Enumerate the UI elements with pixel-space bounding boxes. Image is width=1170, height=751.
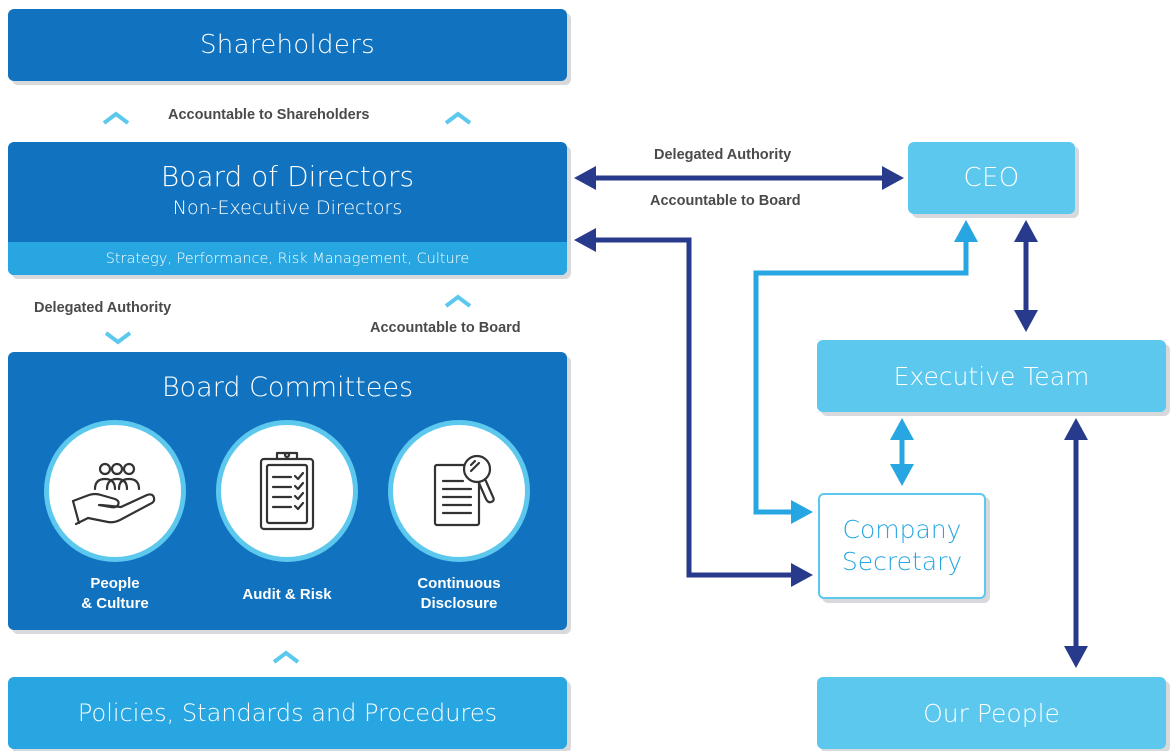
clipboard-checklist-icon (259, 451, 315, 531)
arrowhead-icon (1064, 418, 1088, 440)
our-people-box: Our People (817, 677, 1166, 749)
executive-team-label: Executive Team (893, 361, 1090, 391)
arrowhead-icon (890, 464, 914, 486)
arrowhead-icon (1064, 646, 1088, 668)
chevron-up-icon (444, 111, 472, 125)
shareholders-box: Shareholders (8, 9, 567, 81)
document-magnifier-icon (433, 454, 495, 527)
company-secretary-line2: Secretary (841, 547, 963, 576)
ceo-label: CEO (963, 163, 1020, 193)
people-culture-label: People & Culture (81, 575, 149, 612)
arrowhead-icon (1014, 310, 1038, 332)
arrowhead-icon (574, 166, 596, 190)
shareholders-label: Shareholders (200, 30, 375, 60)
arrowhead-icon (574, 228, 596, 252)
delegated-authority-left-label: Delegated Authority (34, 300, 172, 316)
chevron-up-icon (444, 294, 472, 308)
delegated-authority-right-label: Delegated Authority (654, 147, 792, 163)
hand-people-icon (71, 462, 156, 526)
continuous-disclosure-label: Continuous Disclosure (417, 575, 501, 612)
company-secretary-box: Company Secretary (818, 493, 986, 599)
board-subtitle: Non-Executive Directors (172, 197, 403, 219)
audit-risk-circle (216, 420, 358, 562)
people-culture-circle (44, 420, 186, 562)
arrowhead-icon (954, 220, 978, 242)
audit-risk-label: Audit & Risk (242, 586, 332, 603)
chevron-up-icon (272, 650, 300, 664)
board-title: Board of Directors (160, 160, 415, 193)
accountable-to-board-left-label: Accountable to Board (370, 320, 521, 336)
chevron-up-icon (102, 111, 130, 125)
arrowhead-icon (882, 166, 904, 190)
ceo-box: CEO (908, 142, 1075, 214)
committees-title: Board Committees (161, 372, 414, 403)
continuous-disclosure-circle (388, 420, 530, 562)
arrowhead-icon (1014, 220, 1038, 242)
accountable-to-shareholders-label: Accountable to Shareholders (168, 107, 370, 123)
board-secretary-arrow (586, 237, 800, 578)
chevron-down-icon (104, 331, 132, 345)
our-people-label: Our People (923, 698, 1060, 728)
arrowhead-icon (890, 418, 914, 440)
arrowhead-icon (791, 563, 813, 587)
accountable-to-board-right-label: Accountable to Board (650, 193, 801, 209)
policies-box: Policies, Standards and Procedures (8, 677, 567, 749)
board-strip: Strategy, Performance, Risk Management, … (8, 242, 567, 275)
policies-label: Policies, Standards and Procedures (77, 699, 498, 727)
board-of-directors-box: Board of Directors Non-Executive Directo… (8, 142, 567, 275)
arrowhead-icon (791, 500, 813, 524)
company-secretary-line1: Company (842, 515, 962, 544)
executive-team-box: Executive Team (817, 340, 1166, 412)
